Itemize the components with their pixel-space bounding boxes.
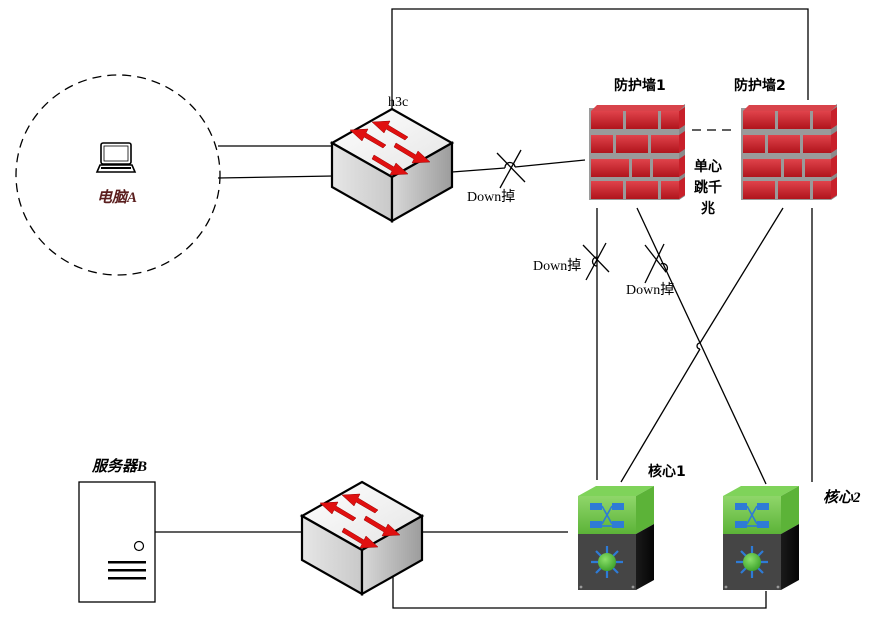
firewall1[interactable] [589,104,685,200]
pc-a-label: 电脑A [97,189,137,206]
switch-icon [330,107,454,223]
server-b-label: 服务器B [91,458,147,475]
link-pc-h3c [217,145,334,179]
firewall-icon [589,104,685,200]
down-label-h3c-fw1: Down掉 [467,189,515,205]
laptop-icon[interactable] [95,142,137,173]
ha-note: 单心 跳千 兆 [694,158,722,217]
core1-label: 核心1 [648,463,686,480]
ha-note-line1: 单心 [694,158,722,175]
firewall2[interactable] [741,104,837,200]
server-icon [78,481,156,603]
down-label-fw1-core2: Down掉 [626,282,674,298]
link-firewall1-core2-down [636,207,767,485]
l3-switch-icon [576,484,656,592]
l3-switch-icon [721,484,801,592]
pc-a-zone [15,74,221,276]
switch-icon [300,480,424,596]
link-switch-core2-bottom-loop [392,568,767,609]
firewall1-label: 防护墙1 [614,77,666,94]
core2-switch[interactable] [721,484,801,592]
link-firewall1-core1-down [582,208,610,480]
ha-note-line3: 兆 [701,201,715,217]
ha-note-line2: 跳千 [694,179,722,196]
firewall2-label: 防护墙2 [734,77,786,94]
link-top-loop-h3c-firewall2 [391,8,809,132]
firewall-icon [741,104,837,200]
link-firewall2-core1 [620,207,784,483]
core2-label: 核心2 [823,488,861,506]
h3c-switch[interactable] [330,107,454,223]
down-label-fw1-core1: Down掉 [533,258,581,274]
h3c-label: h3c [388,95,408,110]
access-switch[interactable] [300,480,424,596]
server-b[interactable] [78,481,156,603]
core1-switch[interactable] [576,484,656,592]
link-h3c-firewall1-down [451,149,586,189]
